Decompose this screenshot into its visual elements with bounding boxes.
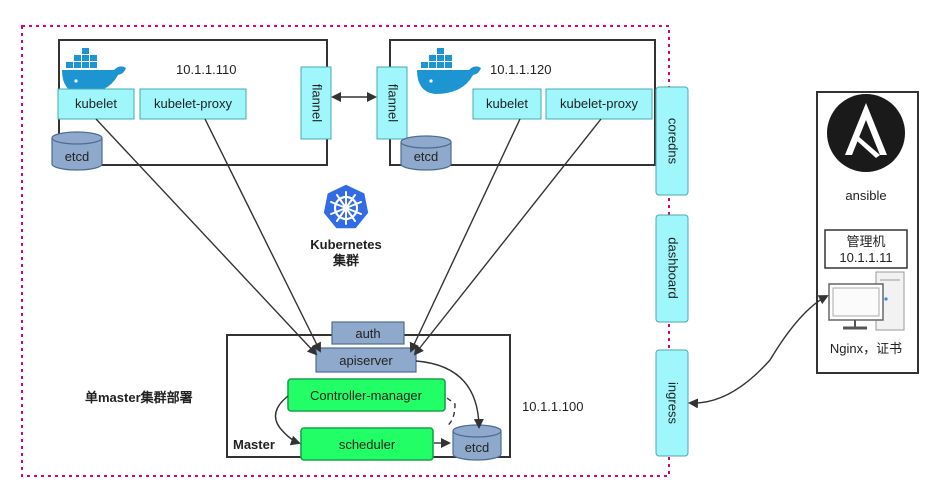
controller-scheduler-dashed-link <box>446 397 456 427</box>
node-1-ip: 10.1.1.110 <box>176 62 236 77</box>
manager-label-line1: 管理机 <box>846 234 885 249</box>
cluster-caption-line2: 集群 <box>332 253 359 268</box>
controller-to-scheduler-arrow <box>274 395 301 446</box>
node-2-flannel-box <box>376 66 408 140</box>
node-2: 10.1.1.120 flannel kubelet kubelet-proxy… <box>376 39 656 171</box>
deploy-label: 单master集群部署 <box>85 390 193 405</box>
node-1-kubelet-proxy-box <box>139 88 247 120</box>
node-1-kubelet-to-apiserver-arrow <box>95 118 318 356</box>
apiserver-label: apiserver <box>339 353 393 368</box>
ansible-title: ansible <box>845 188 886 203</box>
cluster-boundary <box>21 25 670 477</box>
auth-label: auth <box>355 326 380 341</box>
controller-manager-label: Controller-manager <box>310 388 423 403</box>
cluster-caption-line1: Kubernetes <box>310 237 382 252</box>
auth-box <box>331 321 405 345</box>
node-1-flannel-label: flannel <box>310 84 325 122</box>
node-1: 10.1.1.110 kubelet kubelet-proxy flannel… <box>51 39 332 171</box>
nginx-cert-label: Nginx，证书 <box>830 341 902 356</box>
node-2-kubelet-label: kubelet <box>486 96 528 111</box>
desktop-computer-icon <box>828 271 905 331</box>
coredns-box <box>655 86 689 196</box>
master-node: Master auth apiserver Controller-manager… <box>226 321 511 461</box>
scheduler-box <box>300 427 434 461</box>
node-1-kubelet-box <box>57 88 135 120</box>
controller-manager-box <box>287 378 446 412</box>
dashboard-box <box>655 214 689 323</box>
master-title: Master <box>233 437 275 452</box>
ansible-logo-icon <box>827 94 905 172</box>
node-2-ip: 10.1.1.120 <box>490 62 551 77</box>
kubernetes-helm-icon <box>322 183 370 230</box>
node-1-kubelet-label: kubelet <box>75 96 117 111</box>
node-1-kubelet-proxy-to-apiserver-arrow <box>204 118 321 353</box>
node-2-etcd-label: etcd <box>414 149 439 164</box>
apiserver-to-etcd-arrow <box>415 360 484 429</box>
dashboard-label: dashboard <box>666 237 681 298</box>
node-1-flannel-box <box>300 66 332 140</box>
node-2-kubelet-proxy-to-apiserver-arrow <box>413 118 602 356</box>
master-etcd-label: etcd <box>465 440 490 455</box>
addons: coredns dashboard ingress <box>655 86 689 457</box>
node-2-etcd-cylinder <box>400 135 452 171</box>
node-2-flannel-label: flannel <box>386 84 401 122</box>
scheduler-label: scheduler <box>339 437 396 452</box>
node-1-etcd-label: etcd <box>65 149 90 164</box>
ingress-label: ingress <box>666 382 681 424</box>
coredns-label: coredns <box>666 118 681 165</box>
ansible-panel: ansible 管理机 10.1.1.11 Nginx，证书 <box>816 91 919 374</box>
apiserver-box <box>315 347 417 373</box>
node-2-kubelet-box <box>472 88 542 120</box>
ingress-to-ansible-arrow <box>688 295 829 409</box>
ingress-box <box>655 349 689 457</box>
node-2-kubelet-proxy-box <box>545 88 653 120</box>
manager-box <box>824 229 908 269</box>
manager-label-line2: 10.1.1.11 <box>839 250 892 265</box>
node-2-kubelet-proxy-label: kubelet-proxy <box>560 96 639 111</box>
node-1-kubelet-proxy-label: kubelet-proxy <box>154 96 233 111</box>
master-etcd-cylinder <box>452 424 502 461</box>
node-1-etcd-cylinder <box>51 131 103 171</box>
master-ip: 10.1.1.100 <box>522 399 583 414</box>
node-2-kubelet-to-apiserver-arrow <box>409 118 521 353</box>
